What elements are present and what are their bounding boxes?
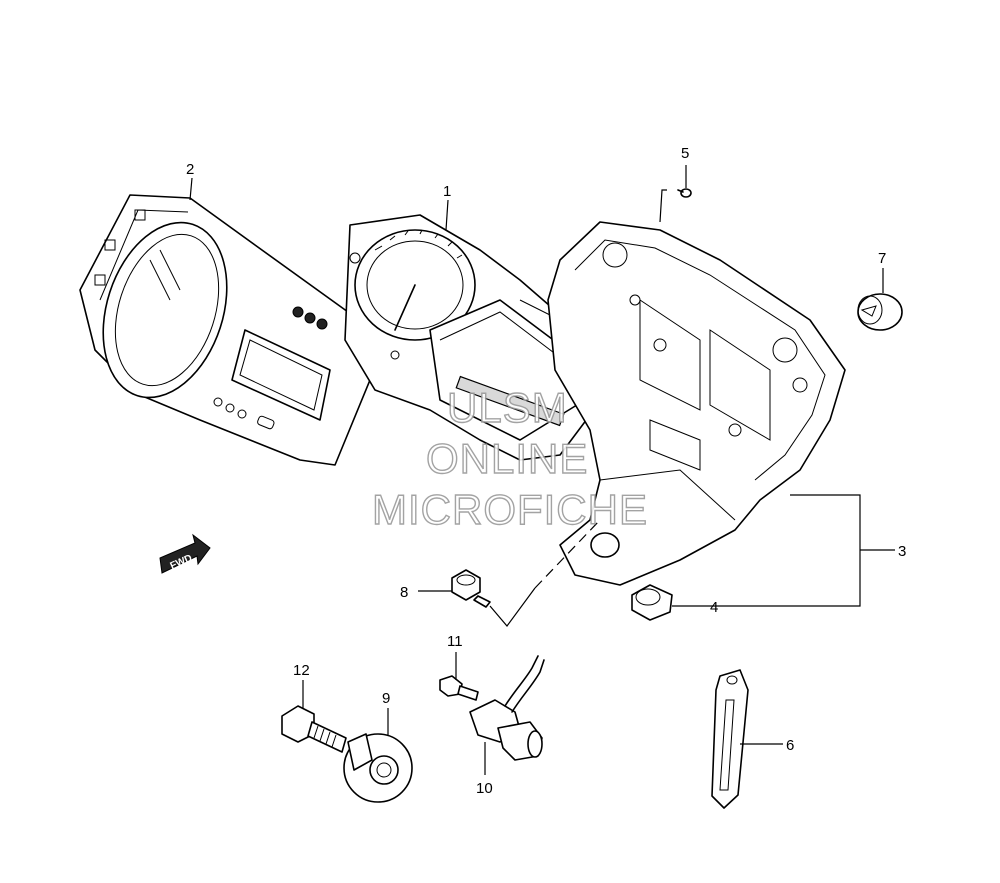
watermark-line-2: ONLINE — [426, 435, 588, 482]
part-6-strap[interactable] — [711, 669, 749, 809]
part-11-screw[interactable] — [439, 675, 479, 701]
watermark: ULSM ONLINE MICROFICHE — [371, 383, 648, 533]
callout-2: 2 — [186, 161, 194, 178]
part-3-meter-case[interactable] — [547, 221, 846, 586]
watermark-line-3: MICROFICHE — [372, 486, 648, 533]
callout-6: 6 — [786, 737, 794, 754]
callout-5: 5 — [681, 145, 689, 162]
callout-8: 8 — [400, 584, 408, 601]
part-4-cushion[interactable] — [631, 584, 673, 621]
part-10-speed-sensor[interactable] — [469, 655, 545, 761]
part-2-meter-cover[interactable] — [79, 194, 381, 466]
leader-lines — [189, 165, 895, 775]
callout-1: 1 — [443, 183, 451, 200]
part-8-bolt[interactable] — [451, 569, 491, 608]
callout-7: 7 — [878, 250, 886, 267]
callout-9: 9 — [382, 690, 390, 707]
part-7-grommet[interactable] — [857, 293, 903, 331]
callout-4: 4 — [710, 599, 718, 616]
part-9-rotor-washer[interactable] — [343, 733, 413, 803]
part-1-combination-meter[interactable] — [344, 214, 606, 461]
part-12-bolt[interactable] — [281, 705, 347, 753]
callout-3: 3 — [898, 543, 906, 560]
callout-10: 10 — [476, 780, 493, 797]
watermark-line-1: ULSM — [447, 384, 568, 431]
callout-11: 11 — [447, 633, 463, 650]
fwd-arrow-icon: FWD — [159, 533, 211, 574]
part-5-screw[interactable] — [677, 188, 692, 198]
callout-12: 12 — [293, 662, 310, 679]
